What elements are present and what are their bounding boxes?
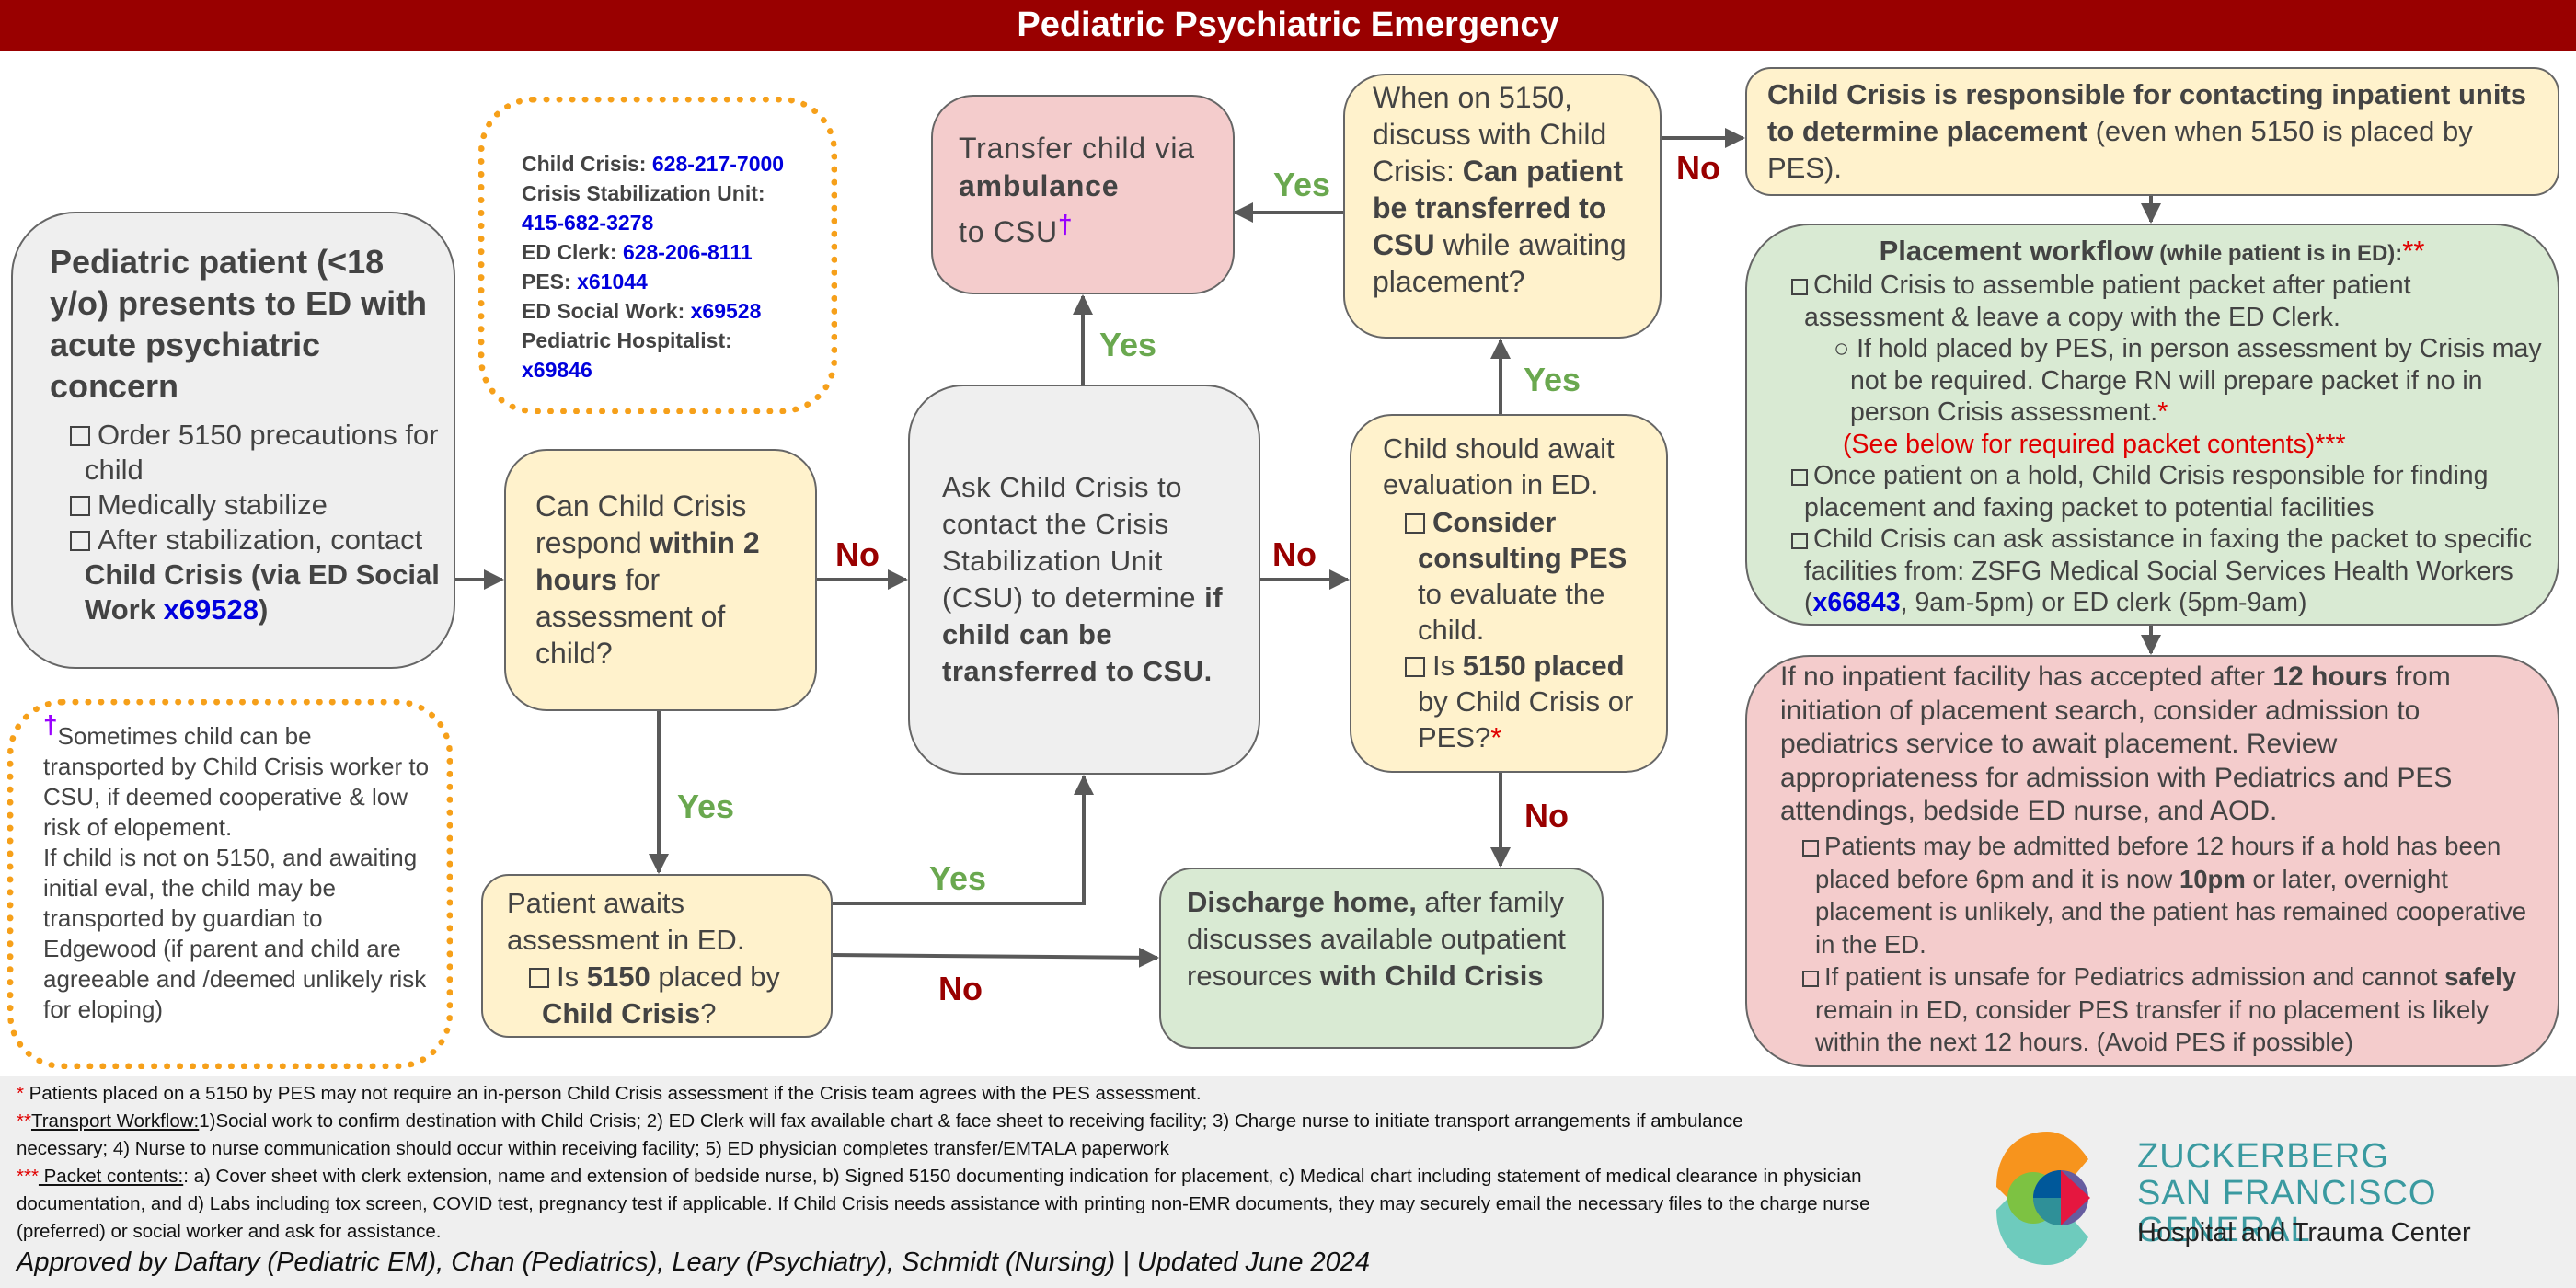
checklist-item: Child Crisis to assemble patient packet … bbox=[1791, 270, 2546, 333]
csu-ask-box: Ask Child Crisis to contact the Crisis S… bbox=[908, 385, 1260, 775]
zsfg-logo-icon bbox=[1996, 1132, 2090, 1265]
see-below-note: (See below for required packet contents)… bbox=[1843, 429, 2346, 459]
dagger-icon: † bbox=[43, 710, 58, 739]
footnote-3: *** Packet contents:: a) Cover sheet wit… bbox=[17, 1166, 1870, 1242]
checklist-item: Once patient on a hold, Child Crisis res… bbox=[1791, 460, 2546, 523]
responsible-text: Child Crisis is responsible for contacti… bbox=[1767, 78, 2527, 184]
label-yes-respond: Yes bbox=[677, 788, 735, 825]
checkbox[interactable] bbox=[70, 531, 90, 551]
checkbox[interactable] bbox=[1405, 513, 1425, 534]
label-no-await-eval: No bbox=[1524, 797, 1569, 834]
no-facility-intro: If no inpatient facility has accepted af… bbox=[1780, 661, 2453, 826]
phone-link[interactable]: x69846 bbox=[522, 358, 592, 382]
label-no-on5150: No bbox=[1676, 149, 1720, 187]
respond-text: Can Child Crisis respond within 2 hours … bbox=[535, 489, 760, 670]
approval-line: Approved by Daftary (Pediatric EM), Chan… bbox=[17, 1248, 1371, 1277]
checklist-item: Patients may be admitted before 12 hours… bbox=[1802, 830, 2529, 960]
checklist-item: If patient is unsafe for Pediatrics admi… bbox=[1802, 960, 2529, 1059]
checklist-item: Is 5150 placed by Child Crisis or PES?* bbox=[1405, 648, 1653, 755]
arrow-await-assess-to-discharge bbox=[832, 947, 1159, 968]
label-no-await-assess: No bbox=[938, 970, 983, 1007]
checklist-item: After stabilization, contact Child Crisi… bbox=[70, 523, 447, 627]
ambulance-transfer-box: Transfer child via ambulance to CSU† bbox=[931, 95, 1235, 294]
dagger-icon: † bbox=[1057, 210, 1074, 238]
footnote-1: * Patients placed on a 5150 by PES may n… bbox=[17, 1083, 1202, 1104]
footnote-2: **Transport Workflow:1)Social work to co… bbox=[17, 1110, 1743, 1159]
logo-navy-segment bbox=[2033, 1198, 2061, 1225]
label-no-csu: No bbox=[1272, 535, 1317, 573]
label-yes-await-eval: Yes bbox=[1524, 361, 1581, 398]
phone-link[interactable]: x66843 bbox=[1812, 588, 1901, 617]
discharge-text: Discharge home, after family discusses a… bbox=[1187, 886, 1566, 992]
csu-text: Ask Child Crisis to contact the Crisis S… bbox=[942, 471, 1224, 687]
contact-pes: PES: x61044 bbox=[522, 270, 648, 293]
page-title: Pediatric Psychiatric Emergency bbox=[0, 0, 2576, 51]
await-evaluation-box: Child should await evaluation in ED. Con… bbox=[1350, 414, 1668, 773]
checkbox[interactable] bbox=[1791, 469, 1808, 486]
bullet-circle-icon: ○ bbox=[1834, 334, 1857, 363]
contact-child-crisis: Child Crisis: 628-217-7000 bbox=[522, 152, 785, 176]
checkbox[interactable] bbox=[529, 968, 549, 988]
footer: * Patients placed on a 5150 by PES may n… bbox=[0, 1076, 2576, 1288]
await-eval-intro: Child should await evaluation in ED. bbox=[1383, 432, 1615, 500]
contact-ed-social-work: ED Social Work: x69528 bbox=[522, 299, 762, 323]
await-assess-intro: Patient awaits assessment in ED. bbox=[507, 887, 745, 956]
phone-link[interactable]: x69528 bbox=[690, 299, 762, 323]
await-assessment-box: Patient awaits assessment in ED. Is 5150… bbox=[481, 874, 833, 1038]
respond-decision-box: Can Child Crisis respond within 2 hours … bbox=[504, 449, 817, 711]
note-text-1: Sometimes child can be transported by Ch… bbox=[43, 722, 430, 841]
checkbox[interactable] bbox=[1791, 279, 1808, 295]
logo-subtitle: Hospital and Trauma Center bbox=[2137, 1218, 2471, 1248]
start-box: Pediatric patient (<18 y/o) presents to … bbox=[11, 212, 455, 669]
no-facility-box: If no inpatient facility has accepted af… bbox=[1745, 655, 2559, 1067]
placement-title: Placement workflow (while patient is in … bbox=[1879, 235, 2425, 267]
checkbox[interactable] bbox=[1405, 657, 1425, 677]
checkbox[interactable] bbox=[1802, 840, 1819, 857]
checkbox[interactable] bbox=[1791, 533, 1808, 549]
phone-link[interactable]: 415-682-3278 bbox=[522, 211, 654, 235]
start-title: Pediatric patient (<18 y/o) presents to … bbox=[50, 243, 428, 405]
sub-bullet-item: ○ If hold placed by PES, in person asses… bbox=[1834, 334, 2542, 427]
checklist-item: Order 5150 precautions for child bbox=[70, 418, 447, 488]
contact-ped-hospitalist-label: Pediatric Hospitalist: bbox=[522, 328, 732, 352]
label-yes-csu: Yes bbox=[1099, 326, 1157, 363]
note-text-2: If child is not on 5150, and awaiting in… bbox=[43, 844, 427, 1023]
label-yes-await-assess: Yes bbox=[929, 859, 987, 897]
discharge-box: Discharge home, after family discusses a… bbox=[1159, 868, 1604, 1049]
contact-ed-clerk: ED Clerk: 628-206-8111 bbox=[522, 240, 753, 264]
contact-csu-label: Crisis Stabilization Unit: bbox=[522, 181, 765, 205]
phone-link[interactable]: 628-217-7000 bbox=[651, 152, 785, 176]
phone-link[interactable]: x69528 bbox=[163, 593, 259, 626]
label-yes-on5150: Yes bbox=[1273, 166, 1331, 203]
checklist-item: Child Crisis can ask assistance in faxin… bbox=[1791, 523, 2546, 619]
ambulance-text: Transfer child via ambulance to CSU† bbox=[959, 132, 1195, 248]
contacts-box: Child Crisis: 628-217-7000 Crisis Stabil… bbox=[478, 97, 837, 414]
logo-red-diamond bbox=[2061, 1170, 2090, 1225]
on5150-decision-box: When on 5150, discuss with Child Crisis:… bbox=[1343, 74, 1662, 339]
phone-link[interactable]: x61044 bbox=[577, 270, 648, 293]
checklist-item: Consider consulting PES to evaluate the … bbox=[1405, 504, 1653, 648]
placement-workflow-box: Placement workflow (while patient is in … bbox=[1745, 224, 2559, 626]
checklist-item: Medically stabilize bbox=[70, 488, 447, 523]
child-crisis-responsible-box: Child Crisis is responsible for contacti… bbox=[1745, 67, 2559, 196]
phone-link[interactable]: 628-206-8111 bbox=[622, 240, 753, 264]
on5150-text: When on 5150, discuss with Child Crisis:… bbox=[1373, 81, 1627, 298]
checkbox[interactable] bbox=[1802, 971, 1819, 987]
logo-blue-segment bbox=[2033, 1170, 2061, 1198]
label-no-respond: No bbox=[835, 535, 880, 573]
transport-note-box: †Sometimes child can be transported by C… bbox=[7, 699, 453, 1069]
checkbox[interactable] bbox=[70, 426, 90, 446]
checkbox[interactable] bbox=[70, 496, 90, 516]
checklist-item: Is 5150 placed by Child Crisis? bbox=[529, 959, 823, 1032]
